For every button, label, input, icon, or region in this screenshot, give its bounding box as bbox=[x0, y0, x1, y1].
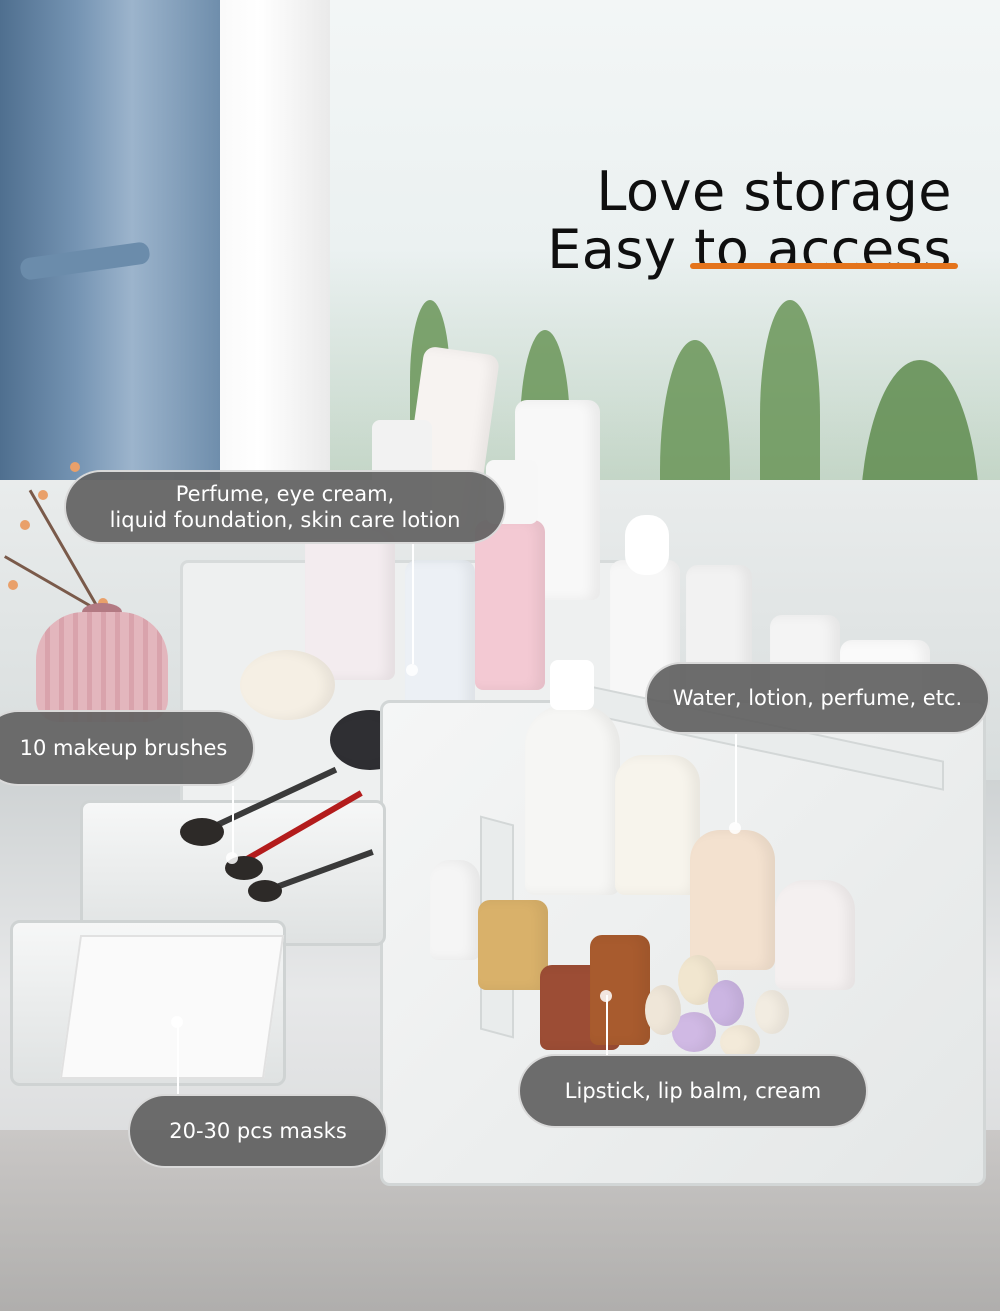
essence-bottle bbox=[690, 830, 775, 970]
brush-head bbox=[180, 818, 224, 846]
pump-head bbox=[550, 660, 594, 710]
callout-water-text: Water, lotion, perfume, etc. bbox=[672, 685, 963, 710]
callout-lipstick: Lipstick, lip balm, cream bbox=[518, 1054, 868, 1128]
pump-bottle bbox=[525, 705, 620, 895]
pointer-dot bbox=[171, 1016, 183, 1028]
serum-bottle bbox=[615, 755, 700, 895]
headline-line-2: Easy to access bbox=[547, 218, 952, 281]
lip-balm bbox=[708, 980, 744, 1026]
callout-perfume: Perfume, eye cream, liquid foundation, s… bbox=[64, 470, 506, 544]
lip-balm bbox=[645, 985, 681, 1035]
leader-line bbox=[735, 734, 737, 824]
callout-masks: 20-30 pcs masks bbox=[128, 1094, 388, 1168]
pointer-dot bbox=[406, 664, 418, 676]
perfume-bottle bbox=[590, 935, 650, 1045]
blossom bbox=[20, 520, 30, 530]
callout-perfume-line-2: liquid foundation, skin care lotion bbox=[109, 508, 461, 532]
bottle-cap bbox=[625, 515, 669, 575]
blossom bbox=[38, 490, 48, 500]
callout-brushes-text: 10 makeup brushes bbox=[19, 735, 228, 760]
blossom bbox=[8, 580, 18, 590]
small-bottle bbox=[430, 860, 480, 960]
callout-brushes: 10 makeup brushes bbox=[0, 710, 255, 786]
leader-line bbox=[177, 1024, 179, 1094]
leader-line bbox=[606, 995, 608, 1055]
lotion-bottle bbox=[305, 530, 395, 680]
callout-masks-text: 20-30 pcs masks bbox=[169, 1118, 347, 1143]
callout-perfume-line-1: Perfume, eye cream, bbox=[175, 481, 395, 506]
sheer-curtain bbox=[200, 0, 330, 560]
face-mask-pack bbox=[59, 935, 285, 1079]
callout-lipstick-text: Lipstick, lip balm, cream bbox=[564, 1078, 822, 1103]
leader-line bbox=[232, 786, 234, 856]
pointer-dot bbox=[729, 822, 741, 834]
headline-underline bbox=[690, 263, 958, 269]
cream-jar bbox=[240, 650, 335, 720]
blossom bbox=[70, 462, 80, 472]
essence-bottle bbox=[775, 880, 855, 990]
pink-toner-bottle bbox=[475, 520, 545, 690]
headline-line-1: Love storage bbox=[596, 160, 952, 223]
blue-curtain bbox=[0, 0, 220, 560]
brush-head bbox=[248, 880, 282, 902]
leader-line bbox=[412, 544, 414, 664]
callout-water: Water, lotion, perfume, etc. bbox=[645, 662, 990, 734]
pointer-dot bbox=[226, 852, 238, 864]
lip-balm bbox=[720, 1025, 760, 1059]
lip-balm bbox=[755, 990, 789, 1034]
perfume-bottle bbox=[478, 900, 548, 990]
pointer-dot bbox=[600, 990, 612, 1002]
pink-vase bbox=[36, 612, 168, 722]
